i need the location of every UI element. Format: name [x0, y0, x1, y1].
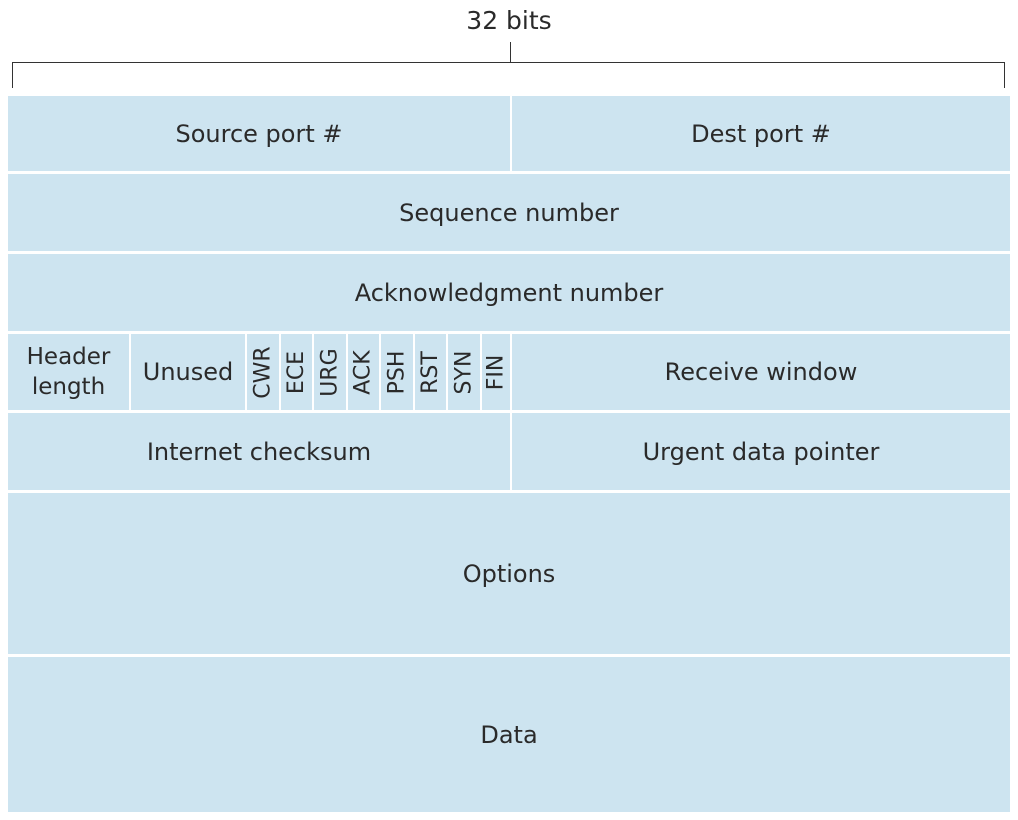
source-port-field: Source port # [8, 96, 510, 171]
unused-label: Unused [142, 358, 234, 386]
receive-window-label: Receive window [664, 358, 858, 386]
flag-cwr-label: CWR [250, 345, 276, 399]
flag-syn-label: SYN [451, 350, 477, 394]
urgent-pointer-label: Urgent data pointer [642, 437, 880, 466]
width-label: 32 bits [466, 6, 552, 35]
flag-fin-label: FIN [483, 354, 509, 390]
header-length-label: Header length [26, 344, 111, 400]
sequence-number-field: Sequence number [8, 174, 1010, 251]
flag-psh-label: PSH [384, 350, 410, 394]
dest-port-label: Dest port # [691, 119, 831, 148]
options-label: Options [462, 559, 556, 588]
flag-ack-field: ACK [347, 334, 379, 410]
flag-urg-label: URG [317, 347, 343, 397]
flag-fin-field: FIN [481, 334, 510, 410]
checksum-label: Internet checksum [146, 437, 372, 466]
ack-number-field: Acknowledgment number [8, 254, 1010, 331]
checksum-field: Internet checksum [8, 413, 510, 490]
flag-urg-field: URG [314, 334, 346, 410]
ack-number-label: Acknowledgment number [354, 278, 664, 307]
unused-field: Unused [131, 334, 245, 410]
width-bracket-tick [510, 42, 511, 62]
flag-rst-label: RST [417, 350, 443, 394]
data-field: Data [8, 657, 1010, 812]
flag-rst-field: RST [414, 334, 446, 410]
flag-psh-field: PSH [381, 334, 413, 410]
options-field: Options [8, 493, 1010, 654]
data-label: Data [480, 720, 538, 749]
dest-port-field: Dest port # [512, 96, 1010, 171]
flag-syn-field: SYN [448, 334, 480, 410]
flag-ack-label: ACK [350, 349, 376, 395]
header-length-field: Header length [8, 334, 129, 410]
urgent-pointer-field: Urgent data pointer [512, 413, 1010, 490]
flag-cwr-field: CWR [247, 334, 279, 410]
flag-ece-field: ECE [280, 334, 312, 410]
source-port-label: Source port # [175, 119, 343, 148]
width-bracket [12, 62, 1005, 88]
sequence-number-label: Sequence number [399, 198, 619, 227]
flag-ece-label: ECE [283, 350, 309, 394]
receive-window-field: Receive window [512, 334, 1010, 410]
